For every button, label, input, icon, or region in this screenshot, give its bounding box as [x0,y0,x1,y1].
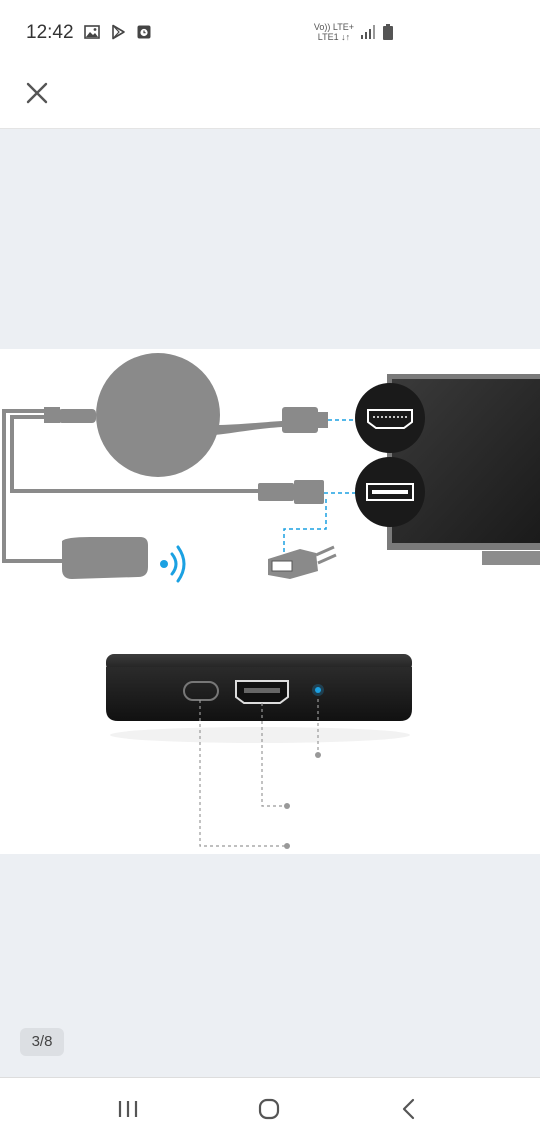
leader-lines [199,699,319,847]
viewer-toolbar [0,64,540,129]
wifi-signal-icon [160,545,186,583]
hdmi-port-callout [355,383,425,453]
recents-button[interactable] [108,1092,148,1126]
network-line-1: Vo)) LTE+ [313,22,354,32]
home-icon [258,1098,280,1120]
image-viewer[interactable]: 3/8 [0,129,540,1077]
wireless-dongle [96,353,328,477]
usb-port-callout [355,457,425,527]
status-bar: 12:42 Vo)) LTE+ LTE1 ↓↑ [0,0,540,64]
network-line-2: LTE1 ↓↑ [317,32,351,42]
system-status-icons: Vo)) LTE+ LTE1 ↓↑ [314,22,394,42]
power-adapter [268,545,337,579]
image-icon [84,25,100,39]
network-indicator: Vo)) LTE+ LTE1 ↓↑ [314,22,354,42]
play-store-icon [112,24,125,40]
usb-cable [2,409,262,563]
close-button[interactable] [22,78,52,108]
page-indicator: 3/8 [20,1028,64,1056]
battery-icon [383,24,393,40]
connector-lines [283,419,356,555]
hub-device [106,654,412,743]
close-icon [26,82,48,104]
system-navigation-bar [0,1077,540,1141]
recents-icon [118,1101,138,1117]
alarm-icon [137,25,151,39]
tv-illustration [387,374,540,565]
status-time: 12:42 [26,22,74,43]
back-icon [402,1098,415,1120]
back-button[interactable] [389,1092,429,1126]
connection-diagram [2,353,540,849]
product-image[interactable] [0,349,540,854]
signal-icon [361,25,375,39]
receiver-unit [62,537,148,579]
notification-icons [84,24,152,40]
home-button[interactable] [249,1092,289,1126]
